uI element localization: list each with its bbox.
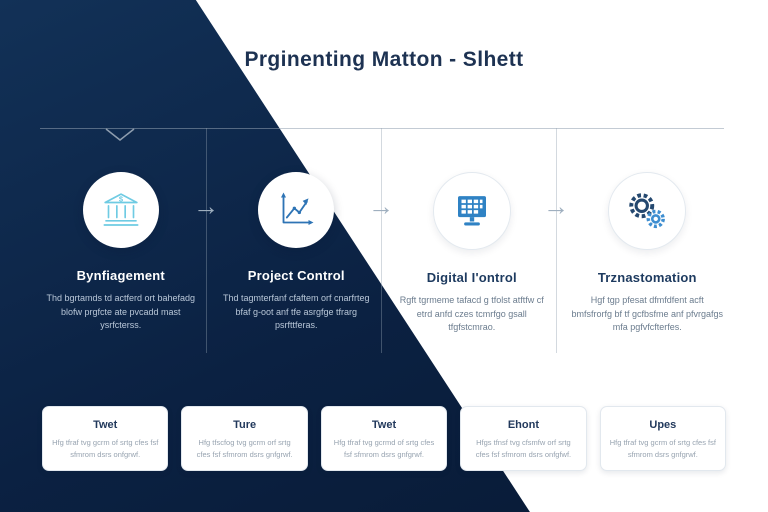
step-icon-circle bbox=[432, 172, 511, 250]
chevron-down-icon bbox=[105, 128, 135, 141]
info-card: Twet Hfg tfraf tvg gcrmd of srtg cfes fs… bbox=[320, 406, 448, 472]
card-body: Hfg tfraf tvg gcrm of srtg cfes fsf sfmr… bbox=[52, 438, 159, 459]
info-card: Ehont Hfgs tfnsf tvg cfsmfw orf srtg cfe… bbox=[460, 406, 587, 472]
flow-arrow-icon: → bbox=[193, 191, 219, 221]
step-column-management: $ Bynfiagement Thd bgrtamds td actferd o… bbox=[33, 172, 209, 335]
svg-text:$: $ bbox=[119, 194, 124, 203]
step-icon-circle: $ bbox=[82, 172, 159, 248]
step-heading: Bynfiagement bbox=[76, 268, 165, 283]
column-divider bbox=[206, 128, 207, 353]
growth-chart-icon bbox=[281, 192, 314, 225]
step-column-project-control: Project Control Thd tagmterfanf cfaftem … bbox=[209, 172, 385, 335]
step-column-digital-control: Digital I'ontrol Rgft tgrmeme tafacd g t… bbox=[384, 172, 560, 335]
gears-icon bbox=[629, 193, 666, 229]
card-title: Ehont bbox=[507, 419, 539, 431]
flow-arrow-icon: → bbox=[368, 191, 394, 221]
card-body: Hfgs tfnsf tvg cfsmfw orf srtg cfes fsf … bbox=[475, 438, 572, 459]
step-heading: Project Control bbox=[247, 268, 345, 283]
steps-row: $ Bynfiagement Thd bgrtamds td actferd o… bbox=[33, 172, 735, 335]
flow-arrow-icon: → bbox=[543, 191, 569, 221]
card-title: Ture bbox=[233, 419, 257, 431]
info-card: Twet Hfg tfraf tvg gcrm of srtg cfes fsf… bbox=[42, 406, 169, 472]
step-heading: Digital I'ontrol bbox=[426, 270, 517, 285]
card-body: Hfg tfscfog tvg gcrm orf srtg cfes fsf s… bbox=[196, 438, 293, 459]
card-body: Hfg tfraf tvg gcrmd of srtg cfes fsf sfm… bbox=[333, 438, 435, 459]
info-card: Upes Hfg tfraf tvg gcrm of srtg cfes fsf… bbox=[599, 406, 727, 472]
timeline-line bbox=[40, 128, 724, 129]
step-description: Rgft tgrmeme tafacd g tfolst atftfw cf e… bbox=[399, 295, 544, 332]
page-title: Prginenting Matton - Slhett bbox=[244, 48, 524, 71]
summary-cards-row: Twet Hfg tfraf tvg gcrm of srtg cfes fsf… bbox=[42, 406, 727, 472]
column-divider bbox=[556, 128, 557, 353]
card-title: Twet bbox=[93, 419, 118, 431]
step-description: Hgf tgp pfesat dfmfdfent acft bmfsfrorfg… bbox=[571, 295, 724, 332]
step-icon-circle bbox=[608, 172, 687, 250]
card-body: Hfg tfraf tvg gcrm of srtg cfes fsf sfmr… bbox=[609, 438, 716, 459]
step-description: Thd bgrtamds td actferd ort bahefadg blo… bbox=[46, 293, 196, 330]
step-heading: Trznastomation bbox=[597, 270, 697, 285]
card-title: Upes bbox=[649, 419, 677, 431]
step-description: Thd tagmterfanf cfaftem orf cnarfrteg bf… bbox=[222, 293, 370, 330]
monitor-grid-icon bbox=[457, 196, 486, 226]
bank-icon: $ bbox=[103, 193, 139, 226]
info-card: Ture Hfg tfscfog tvg gcrm orf srtg cfes … bbox=[181, 406, 308, 472]
column-divider bbox=[381, 128, 382, 353]
card-title: Twet bbox=[371, 419, 397, 431]
step-column-transformation: Trznastomation Hgf tgp pfesat dfmfdfent … bbox=[560, 172, 736, 335]
step-icon-circle bbox=[258, 172, 335, 248]
